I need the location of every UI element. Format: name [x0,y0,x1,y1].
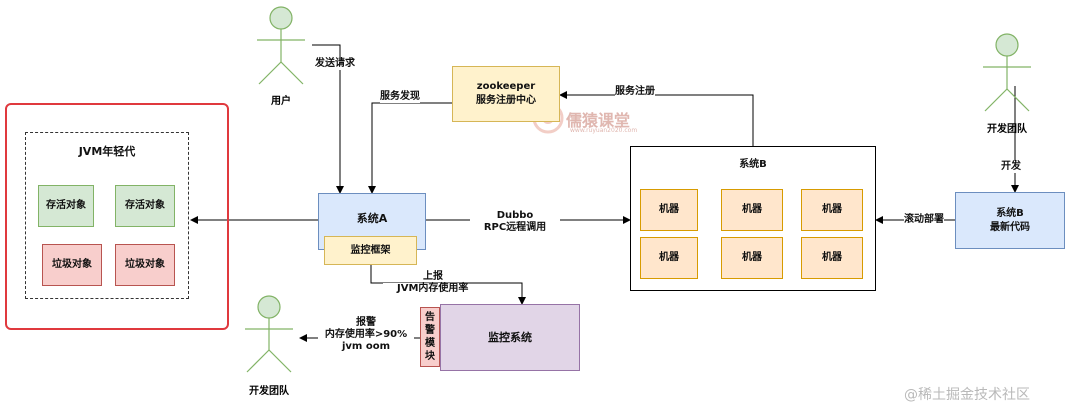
alarm-label-line3: jvm oom [341,341,390,352]
alarm-module-box: 告 警 模 块 [420,307,440,367]
live-object-2: 存活对象 [115,185,175,227]
live-object-1: 存活对象 [38,185,94,227]
jvm-highlight-frame [5,103,229,330]
zookeeper-box: zookeeper 服务注册中心 [452,66,560,122]
arrow-user-to-system-a [312,44,344,194]
report-label: 上报 JVM内存使用率 [383,271,483,295]
zookeeper-desc: 服务注册中心 [476,95,536,106]
report-label-line1: 上报 [423,271,443,282]
dubbo-label: Dubbo RPC远程调用 [470,210,560,234]
service-discovery-label: 服务发现 [380,91,420,103]
monitor-framework-box: 监控框架 [324,236,417,265]
send-request-label: 发送请求 [315,58,355,70]
stick-figure-dev-team-top [983,33,1031,112]
watermark-brand: 儒猿课堂 [566,111,631,130]
machine-4: 机器 [640,237,698,279]
machine-5: 机器 [721,237,783,279]
dev-team-bottom-label: 开发团队 [249,386,289,397]
alarm-module-char-2: 警 [425,325,435,336]
alarm-label-line1: 报警 [356,317,376,328]
alarm-module-char-4: 块 [425,351,435,362]
machine-2: 机器 [721,189,783,231]
report-label-line2: JVM内存使用率 [383,283,469,295]
alarm-module-char-1: 告 [425,312,435,323]
footer-watermark: @稀土掘金技术社区 [904,387,1030,403]
jvm-title: JVM年轻代 [78,145,136,158]
service-register-label: 服务注册 [615,86,655,98]
rolling-deploy-label: 滚动部署 [904,214,944,226]
alarm-module-char-3: 模 [425,338,435,349]
watermark-url: www.ruyuan2020.com [570,127,638,134]
arrow-service-discovery [368,102,452,194]
garbage-object-1: 垃圾对象 [42,244,102,286]
system-b-cluster-title: 系统B [739,159,767,170]
monitor-system-box: 监控系统 [440,304,580,371]
develop-label: 开发 [1001,161,1021,173]
alarm-label: 报警 内存使用率>90% jvm oom [318,317,414,353]
garbage-object-2: 垃圾对象 [115,244,175,286]
alarm-label-line2: 内存使用率>90% [324,329,408,340]
dev-team-top-label: 开发团队 [987,124,1027,135]
system-b-code-line1: 系统B [996,207,1024,219]
zookeeper-name: zookeeper [476,81,536,92]
system-b-code-line2: 最新代码 [990,221,1030,233]
jvm-young-gen-container [25,132,189,299]
stick-figure-dev-team-bottom [245,295,293,373]
dubbo-label-line2: RPC远程调用 [483,222,547,233]
stick-figure-user [257,6,305,85]
dubbo-label-line1: Dubbo [496,210,534,221]
user-label: 用户 [271,96,291,107]
machine-6: 机器 [801,237,863,279]
machine-3: 机器 [801,189,863,231]
system-b-code-box: 系统B 最新代码 [955,192,1065,249]
machine-1: 机器 [640,189,698,231]
